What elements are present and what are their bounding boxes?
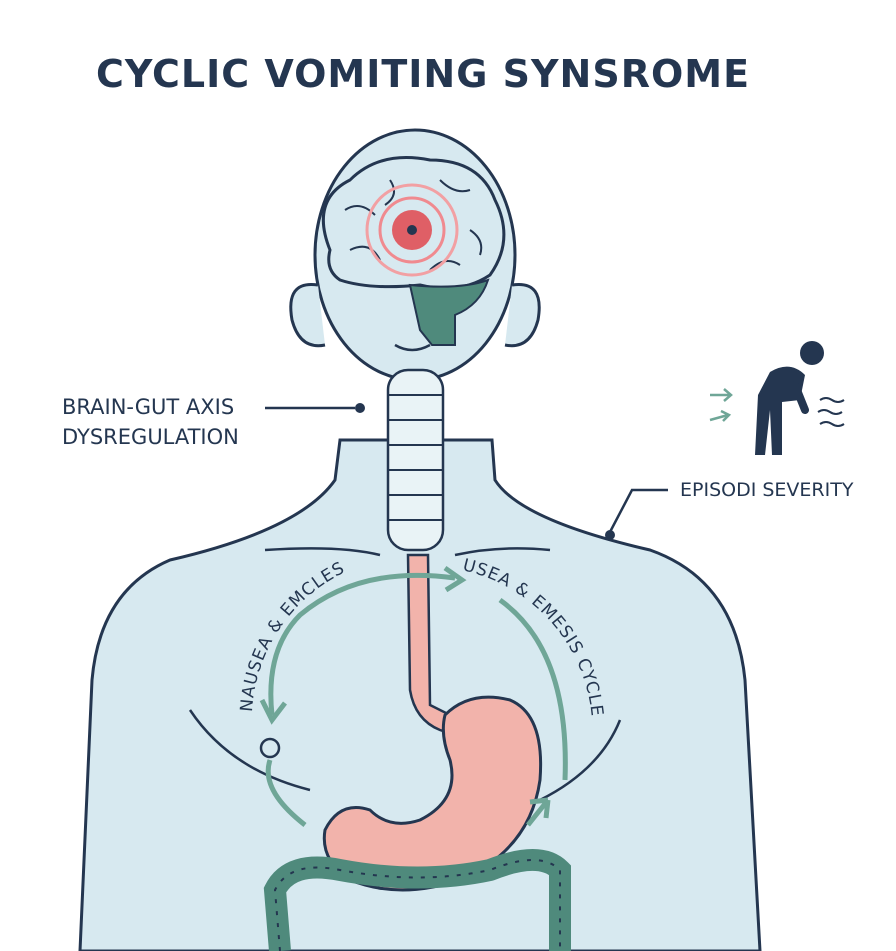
intestines (263, 849, 571, 951)
cycle-arrows (259, 565, 568, 827)
ear-right (504, 282, 541, 348)
page-title: CYCLIC VOMITING SYNSROME (95, 52, 751, 96)
label-brain-gut-line2: DYSREGULATION (62, 425, 239, 449)
brain (321, 156, 506, 346)
ear-left (289, 282, 326, 348)
vomiting-person-icon (709, 341, 845, 455)
trachea (386, 368, 445, 552)
label-brain-gut-line1: BRAIN-GUT AXIS (62, 395, 235, 419)
label-brain-gut: BRAIN-GUT AXIS DYSREGULATION (62, 392, 239, 452)
label-episode-severity: EPISODI SEVERITY (680, 479, 854, 501)
